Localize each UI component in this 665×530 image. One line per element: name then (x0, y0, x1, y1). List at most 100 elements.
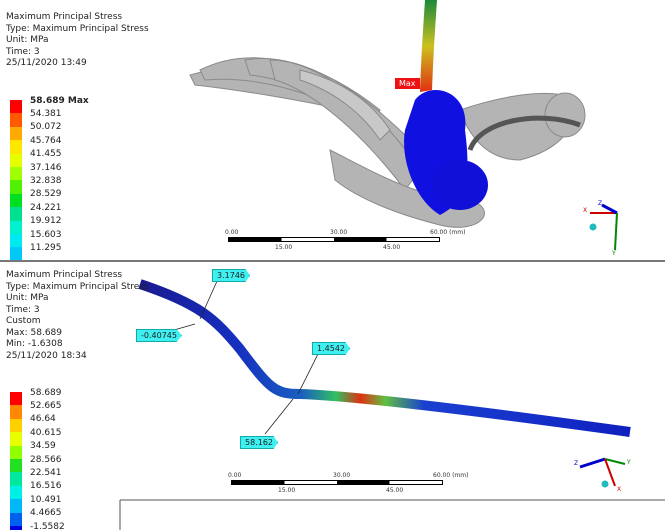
legend-value: 24.221 (30, 202, 62, 213)
scale-label: 45.00 (383, 244, 401, 251)
legend-row: 24.221 (10, 203, 89, 221)
axis-x-label: X (583, 207, 588, 214)
legend-swatch (10, 166, 22, 181)
legend-value: 28.566 (30, 454, 62, 465)
probe-label[interactable]: 58.162 (240, 436, 278, 449)
legend-value: 28.529 (30, 189, 62, 200)
info-line: Maximum Principal Stress (6, 12, 123, 22)
info-line: Unit: MPa (6, 293, 49, 303)
legend-swatch (10, 499, 22, 513)
legend-row: 40.615 (10, 428, 65, 446)
legend-value: 58.689 (30, 387, 62, 398)
info-line: Type: Maximum Principal Stress (6, 23, 149, 34)
legend-row: 28.566 (10, 455, 65, 473)
probe-label[interactable]: 1.4542 (312, 342, 350, 355)
probe-label[interactable]: 3.1746 (212, 269, 250, 282)
legend-swatch (10, 153, 22, 167)
legend-row: 4.4665 (10, 508, 65, 526)
legend-row: 11.295 (10, 243, 89, 260)
legend-row: 54.381 (10, 109, 89, 127)
scale-label: 30.00 (333, 472, 351, 479)
legend-swatch (10, 233, 22, 248)
scale-label: 30.00 (330, 229, 348, 236)
legend-row: 58.689 Max (10, 96, 89, 114)
scale-label: 60.00 (mm) (433, 472, 469, 479)
result-info: Maximum Principal Stress Type: Maximum P… (6, 12, 149, 70)
legend-swatch (10, 418, 22, 433)
legend-row: 28.529 (10, 189, 89, 208)
legend-value: 50.072 (30, 122, 62, 133)
legend-row: 52.665 (10, 401, 65, 419)
scale-label: 15.00 (275, 244, 293, 251)
legend-value: 46.64 (30, 414, 56, 425)
legend-row: 58.689 (10, 388, 65, 406)
legend-swatch (10, 247, 22, 260)
legend-swatch (10, 485, 22, 500)
axis-z-label: Z (574, 460, 579, 467)
info-line: Min: -1.6308 (6, 339, 63, 349)
legend-row: 41.455 (10, 149, 89, 167)
legend-value: 45.764 (30, 135, 62, 146)
bone-model (189, 0, 618, 251)
legend-swatch (10, 405, 22, 419)
legend-swatch (10, 193, 22, 208)
legend-row: 15.603 (10, 230, 89, 248)
legend-row (10, 261, 89, 262)
legend-value: 11.295 (30, 242, 62, 253)
legend-swatch (10, 525, 22, 530)
legend-value: -1.5582 (30, 521, 65, 530)
legend-row: 45.764 (10, 136, 89, 154)
axis-y-label: Y (612, 250, 616, 257)
legend-row: -1.5582 (10, 522, 65, 530)
legend-value: 40.615 (30, 427, 62, 438)
legend-value: 16.516 (30, 481, 62, 492)
legend-value: 32.838 (30, 176, 62, 187)
probe-label[interactable]: -0.40745 (136, 329, 182, 342)
legend-swatch (10, 180, 22, 194)
legend-swatch (10, 140, 22, 154)
legend-row: 32.838 (10, 176, 89, 194)
info-line: Maximum Principal Stress (6, 270, 123, 280)
top-viewport[interactable]: Maximum Principal Stress Type: Maximum P… (0, 0, 665, 262)
legend-swatch (10, 472, 22, 486)
legend-swatch (10, 261, 22, 262)
legend-row: 22.541 (10, 468, 65, 486)
info-line: Unit: MPa (6, 35, 49, 45)
legend-value: 54.381 (30, 109, 62, 120)
info-line: Max: 58.689 (6, 327, 62, 338)
legend-row: 19.912 (10, 216, 89, 234)
info-line: Type: Maximum Principal Stress (6, 281, 149, 292)
legend-value: 37.146 (30, 162, 62, 173)
axis-y-label: Y (627, 459, 631, 466)
result-info: Maximum Principal Stress Type: Maximum P… (6, 270, 149, 362)
legend-value: 19.912 (30, 216, 62, 227)
legend-swatch (10, 512, 22, 526)
legend-swatch (10, 392, 22, 406)
max-tag: Max (395, 78, 420, 89)
legend-value: 15.603 (30, 229, 62, 240)
legend-value: 41.455 (30, 149, 62, 160)
legend-swatch (10, 100, 22, 114)
info-line: Custom (6, 316, 41, 326)
legend-value: 10.491 (30, 494, 62, 505)
legend-value: 52.665 (30, 401, 62, 412)
axis-triad (589, 203, 618, 251)
legend-row: 34.59 (10, 441, 65, 459)
legend-row: 37.146 (10, 163, 89, 181)
scale-label: 45.00 (386, 487, 404, 494)
info-line: Time: 3 (6, 304, 40, 315)
legend-row: 16.516 (10, 481, 65, 500)
tube-model (119, 278, 665, 530)
legend-value: 22.541 (30, 468, 62, 479)
legend-swatch (10, 458, 22, 473)
scale-label: 15.00 (278, 487, 296, 494)
scale-label: 0.00 (228, 472, 242, 479)
legend-swatch (10, 126, 22, 141)
axis-triad (579, 457, 626, 488)
scale-label: 60.00 (mm) (430, 229, 466, 236)
bottom-viewport[interactable]: Maximum Principal Stress Type: Maximum P… (0, 264, 665, 530)
axis-x-label: X (617, 486, 622, 493)
legend-swatch (10, 220, 22, 234)
